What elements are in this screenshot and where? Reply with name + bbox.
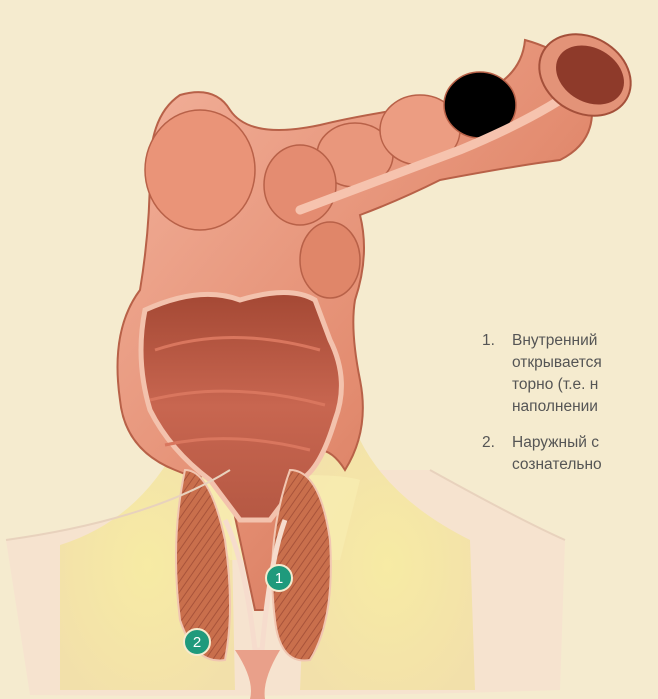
legend-item-1-number: 1. [482,330,512,418]
marker-2-label: 2 [193,634,201,651]
legend-item-1-line-1: Внутренний [512,330,602,352]
legend-item-1-text: Внутренний открывается торно (т.е. н нап… [512,330,602,418]
legend-item-2: 2. Наружный с сознательно [482,432,658,476]
legend-item-2-text: Наружный с сознательно [512,432,602,476]
legend-item-2-line-1: Наружный с [512,432,602,454]
legend: 1. Внутренний открывается торно (т.е. н … [482,330,658,490]
legend-item-2-line-2: сознательно [512,454,602,476]
legend-item-1-line-4: наполнении [512,396,602,418]
marker-1-label: 1 [275,570,283,587]
legend-item-1-line-3: торно (т.е. н [512,374,602,396]
legend-item-1-line-2: открывается [512,352,602,374]
legend-item-1: 1. Внутренний открывается торно (т.е. н … [482,330,658,418]
legend-item-2-number: 2. [482,432,512,476]
marker-1: 1 [265,564,293,592]
marker-2: 2 [183,628,211,656]
